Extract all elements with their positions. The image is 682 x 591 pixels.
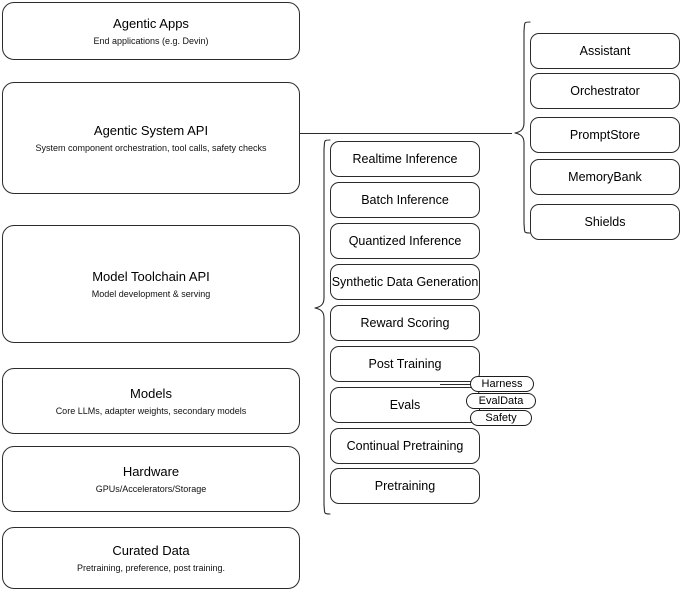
node-quantized-inference[interactable]: Quantized Inference: [330, 223, 480, 259]
node-orchestrator[interactable]: Orchestrator: [530, 73, 680, 109]
layer-subtitle: System component orchestration, tool cal…: [35, 142, 267, 153]
pill-safety[interactable]: Safety: [470, 410, 532, 426]
node-label: Shields: [584, 215, 626, 229]
node-pretraining[interactable]: Pretraining: [330, 468, 480, 504]
node-continual-pretraining[interactable]: Continual Pretraining: [330, 428, 480, 464]
node-promptstore[interactable]: PromptStore: [530, 117, 680, 153]
node-label: MemoryBank: [568, 170, 642, 184]
layer-title: Agentic Apps: [113, 15, 189, 31]
layer-subtitle: Core LLMs, adapter weights, secondary mo…: [55, 405, 247, 416]
node-assistant[interactable]: Assistant: [530, 33, 680, 69]
connector-system-api-to-right-column: [300, 133, 512, 134]
layer-box-models[interactable]: Models Core LLMs, adapter weights, secon…: [2, 368, 300, 434]
node-label: Assistant: [579, 44, 631, 58]
layer-title: Curated Data: [112, 542, 190, 558]
node-memorybank[interactable]: MemoryBank: [530, 159, 680, 195]
pill-evaldata[interactable]: EvalData: [466, 393, 536, 409]
node-label: Realtime Inference: [352, 152, 458, 166]
node-label: Continual Pretraining: [346, 439, 464, 453]
pill-label: EvalData: [478, 394, 524, 407]
node-label: Orchestrator: [570, 84, 640, 98]
node-realtime-inference[interactable]: Realtime Inference: [330, 141, 480, 177]
layer-title: Hardware: [122, 463, 180, 479]
layer-title: Model Toolchain API: [92, 268, 210, 284]
node-label: Batch Inference: [361, 193, 449, 207]
layer-box-agentic-system-api[interactable]: Agentic System API System component orch…: [2, 82, 300, 194]
layer-title: Models: [130, 385, 172, 401]
pill-harness[interactable]: Harness: [470, 376, 534, 392]
layer-box-hardware[interactable]: Hardware GPUs/Accelerators/Storage: [2, 446, 300, 512]
layer-subtitle: Pretraining, preference, post training.: [76, 562, 226, 573]
pill-label: Safety: [485, 411, 517, 424]
layer-title: Agentic System API: [93, 122, 209, 138]
node-post-training[interactable]: Post Training: [330, 346, 480, 382]
node-synthetic-data-generation[interactable]: Synthetic Data Generation: [330, 264, 480, 300]
node-shields[interactable]: Shields: [530, 204, 680, 240]
layer-subtitle: GPUs/Accelerators/Storage: [95, 483, 207, 494]
layer-subtitle: Model development & serving: [91, 288, 211, 299]
layer-box-curated-data[interactable]: Curated Data Pretraining, preference, po…: [2, 527, 300, 589]
brace-right-column: [514, 21, 531, 234]
node-reward-scoring[interactable]: Reward Scoring: [330, 305, 480, 341]
connector-evals-to-harness: [440, 384, 480, 385]
node-label: Quantized Inference: [348, 234, 462, 248]
node-batch-inference[interactable]: Batch Inference: [330, 182, 480, 218]
node-label: Evals: [389, 398, 421, 412]
brace-middle-column: [314, 139, 331, 515]
layer-subtitle: End applications (e.g. Devin): [93, 35, 209, 46]
node-label: Reward Scoring: [360, 316, 450, 330]
node-label: Synthetic Data Generation: [331, 275, 479, 289]
pill-label: Harness: [481, 377, 523, 390]
node-label: Post Training: [368, 357, 442, 371]
layer-box-model-toolchain-api[interactable]: Model Toolchain API Model development & …: [2, 225, 300, 343]
node-label: PromptStore: [569, 128, 641, 142]
node-label: Pretraining: [374, 479, 436, 493]
node-evals[interactable]: Evals: [330, 387, 480, 423]
layer-box-agentic-apps[interactable]: Agentic Apps End applications (e.g. Devi…: [2, 2, 300, 60]
